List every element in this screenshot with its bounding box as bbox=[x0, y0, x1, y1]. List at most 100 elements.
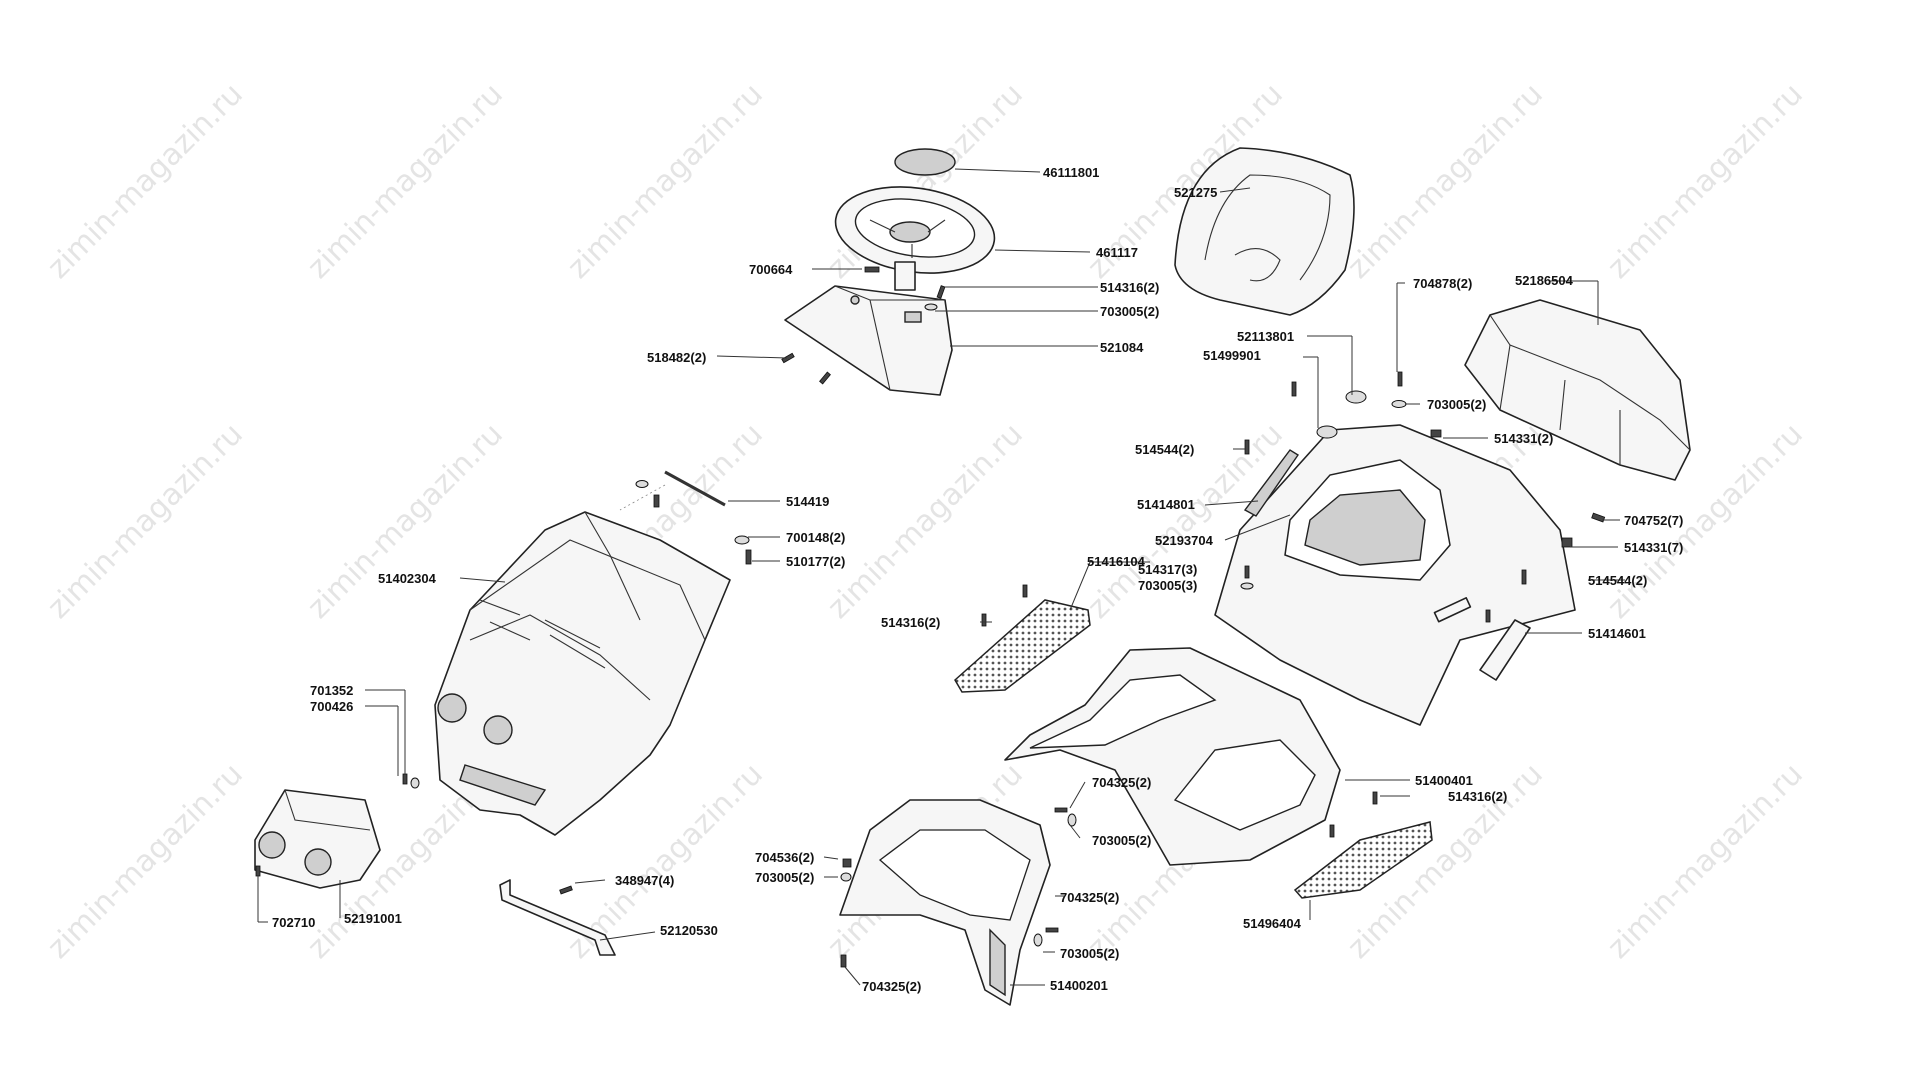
screw-icon bbox=[981, 613, 987, 627]
washer-icon bbox=[635, 480, 649, 488]
label-51402304: 51402304 bbox=[378, 571, 437, 586]
label-704325-2a: 704325(2) bbox=[1092, 775, 1151, 790]
washer-icon bbox=[1391, 400, 1407, 408]
label-52191001: 52191001 bbox=[344, 911, 402, 926]
label-514316-2c: 514316(2) bbox=[1448, 789, 1507, 804]
label-514419: 514419 bbox=[786, 494, 829, 509]
watermark: zimin-magazin.ru bbox=[41, 417, 250, 626]
washer-icon bbox=[410, 777, 420, 789]
label-704878-2: 704878(2) bbox=[1413, 276, 1472, 291]
label-704752-7: 704752(7) bbox=[1624, 513, 1683, 528]
clip-icon bbox=[1430, 429, 1442, 438]
screw-icon bbox=[1045, 927, 1059, 933]
watermark: zimin-magazin.ru bbox=[1601, 77, 1810, 286]
watermark: zimin-magazin.ru bbox=[41, 77, 250, 286]
label-514316-2a: 514316(2) bbox=[1100, 280, 1159, 295]
label-514316-2b: 514316(2) bbox=[881, 615, 940, 630]
label-348947-4: 348947(4) bbox=[615, 873, 674, 888]
front-hood-part bbox=[434, 511, 731, 836]
front-panel-part bbox=[839, 799, 1051, 1006]
label-700664: 700664 bbox=[749, 262, 793, 277]
screw-icon bbox=[1244, 565, 1250, 579]
washer-icon bbox=[1240, 582, 1254, 590]
screw-icon bbox=[781, 352, 795, 364]
label-51416104: 51416104 bbox=[1087, 554, 1146, 569]
screw-icon bbox=[840, 954, 847, 968]
part-labels: 46111801 461117 700664 514316(2) 703005(… bbox=[272, 165, 1683, 994]
screw-icon bbox=[819, 371, 831, 385]
label-700426: 700426 bbox=[310, 699, 353, 714]
label-514331-2: 514331(2) bbox=[1494, 431, 1553, 446]
screw-icon bbox=[1329, 824, 1335, 838]
label-51414801: 51414801 bbox=[1137, 497, 1195, 512]
cap-part bbox=[1345, 390, 1367, 404]
washer-icon bbox=[924, 303, 938, 311]
screw-icon bbox=[745, 549, 752, 565]
label-704536-2: 704536(2) bbox=[755, 850, 814, 865]
screw-icon bbox=[1244, 439, 1250, 455]
label-52186504: 52186504 bbox=[1515, 273, 1574, 288]
floor-pan-part bbox=[1004, 647, 1341, 866]
label-51400201: 51400201 bbox=[1050, 978, 1108, 993]
cap-part bbox=[1316, 425, 1338, 439]
label-510177-2: 510177(2) bbox=[786, 554, 845, 569]
label-703005-3: 703005(3) bbox=[1138, 578, 1197, 593]
label-703005-2e: 703005(2) bbox=[1060, 946, 1119, 961]
screw-icon bbox=[559, 885, 573, 895]
washer-icon bbox=[840, 872, 852, 882]
screw-icon bbox=[1022, 584, 1028, 598]
rear-hood-part bbox=[1464, 299, 1691, 481]
screw-icon bbox=[653, 494, 660, 508]
screw-icon bbox=[936, 285, 946, 299]
rear-fender-body-part bbox=[1214, 424, 1576, 726]
screw-icon bbox=[1521, 569, 1527, 585]
label-52193704: 52193704 bbox=[1155, 533, 1214, 548]
label-51496404: 51496404 bbox=[1243, 916, 1302, 931]
clip-icon bbox=[842, 858, 852, 868]
watermark: zimin-magazin.ru bbox=[821, 417, 1030, 626]
label-704325-2c: 704325(2) bbox=[862, 979, 921, 994]
screw-icon bbox=[1372, 791, 1378, 805]
screw-icon bbox=[1291, 381, 1297, 397]
screw-icon bbox=[402, 773, 408, 785]
footplate-left-part bbox=[954, 599, 1091, 693]
handle-part bbox=[1243, 449, 1299, 517]
label-521084: 521084 bbox=[1100, 340, 1144, 355]
watermark: zimin-magazin.ru bbox=[1341, 77, 1550, 286]
label-703005-2a: 703005(2) bbox=[1100, 304, 1159, 319]
headlight-panel-part bbox=[254, 789, 381, 889]
dashboard-part bbox=[784, 285, 953, 396]
leader-lines bbox=[257, 168, 1625, 986]
label-51414601: 51414601 bbox=[1588, 626, 1646, 641]
watermark: zimin-magazin.ru bbox=[301, 417, 510, 626]
label-703005-2c: 703005(2) bbox=[1092, 833, 1151, 848]
label-518482-2: 518482(2) bbox=[647, 350, 706, 365]
steering-group bbox=[781, 148, 996, 396]
label-703005-2b: 703005(2) bbox=[1427, 397, 1486, 412]
label-521275: 521275 bbox=[1174, 185, 1217, 200]
label-700148-2: 700148(2) bbox=[786, 530, 845, 545]
label-52113801: 52113801 bbox=[1237, 329, 1294, 344]
label-702710: 702710 bbox=[272, 915, 315, 930]
steering-wheel-part bbox=[834, 186, 996, 291]
key-clip-part bbox=[864, 266, 880, 273]
seat-part bbox=[1174, 147, 1355, 316]
label-514317-3: 514317(3) bbox=[1138, 562, 1197, 577]
clip-icon bbox=[1561, 537, 1573, 548]
washer-icon bbox=[1067, 813, 1077, 827]
rear-handle-part bbox=[1479, 619, 1531, 681]
washer-icon bbox=[734, 535, 750, 545]
watermark: zimin-magazin.ru bbox=[561, 77, 770, 286]
label-704325-2b: 704325(2) bbox=[1060, 890, 1119, 905]
label-703005-2d: 703005(2) bbox=[755, 870, 814, 885]
bracket-part bbox=[499, 879, 616, 956]
label-461117: 461117 bbox=[1096, 245, 1138, 260]
watermark: zimin-magazin.ru bbox=[1601, 757, 1810, 966]
screw-icon bbox=[1054, 807, 1068, 813]
rod-part bbox=[664, 470, 726, 507]
footplate-right-part bbox=[1293, 821, 1433, 899]
screw-icon bbox=[255, 865, 261, 877]
label-46111801: 46111801 bbox=[1043, 165, 1099, 180]
watermark: zimin-magazin.ru bbox=[41, 757, 250, 966]
steering-cap-part bbox=[894, 148, 956, 176]
